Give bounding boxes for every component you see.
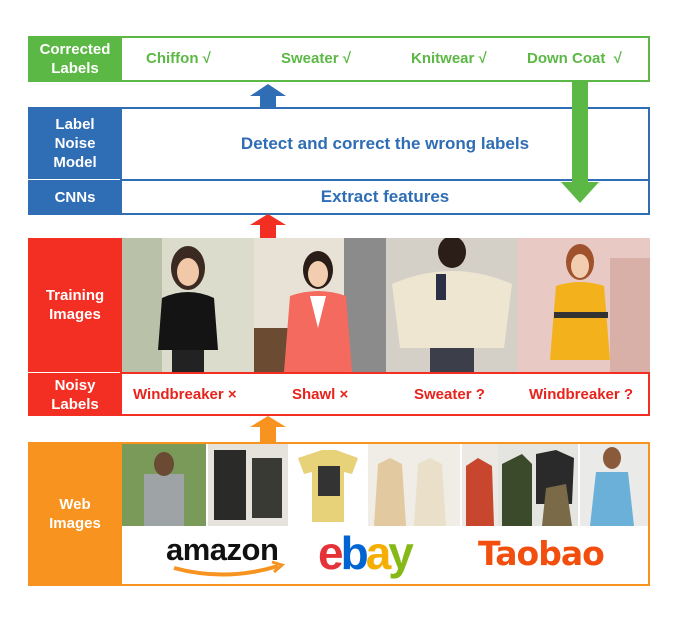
web-images-strip — [122, 444, 648, 526]
label-noise-model-label: Label Noise Model — [28, 107, 122, 179]
corrected-label-2: Sweater √ — [281, 50, 351, 67]
noisy-label-1: Windbreaker × — [133, 386, 237, 403]
knitwear-photo — [386, 238, 518, 372]
amazon-smile — [173, 560, 286, 577]
web-photo-collage — [122, 444, 648, 526]
training-image-sweater — [254, 238, 386, 372]
chiffon-photo — [122, 238, 254, 372]
amazon-logo-text: amazon — [166, 532, 279, 567]
arrow-web-to-noisy — [250, 416, 286, 442]
cnns-label: CNNs — [28, 179, 122, 215]
taobao-logo-text: Taobao — [478, 534, 605, 573]
corrected-label-4: Down Coat √ — [527, 50, 622, 67]
training-images-strip — [122, 238, 650, 372]
label-noise-model-text: Detect and correct the wrong labels — [240, 134, 530, 153]
arrow-model-to-corrected — [250, 84, 286, 107]
label-noise-model-box: Detect and correct the wrong labels — [120, 107, 650, 179]
corrected-labels-box — [120, 36, 650, 82]
cnns-text: Extract features — [320, 187, 450, 206]
noisy-labels-label: Noisy Labels — [28, 372, 122, 416]
web-images-label: Web Images — [28, 442, 122, 586]
web-images-box — [120, 442, 650, 586]
training-image-knitwear — [386, 238, 518, 372]
amazon-logo: amazon — [160, 528, 300, 580]
cnns-box: Extract features — [120, 179, 650, 215]
downcoat-photo — [518, 238, 650, 372]
training-image-downcoat — [518, 238, 650, 372]
training-images-label: Training Images — [28, 238, 122, 372]
noisy-label-3: Sweater ? — [414, 386, 485, 403]
corrected-label-1: Chiffon √ — [146, 50, 211, 67]
corrected-label-3: Knitwear √ — [411, 50, 487, 67]
corrected-labels-label: Corrected Labels — [28, 36, 122, 82]
ebay-logo: ebay — [318, 527, 414, 579]
sweater-photo — [254, 238, 386, 372]
training-image-chiffon — [122, 238, 254, 372]
arrow-training-to-cnns — [250, 214, 286, 238]
noisy-label-4: Windbreaker ? — [529, 386, 634, 403]
noisy-label-2: Shawl × — [292, 386, 349, 403]
noisy-labels-box — [120, 372, 650, 416]
taobao-logo: Taobao — [478, 534, 644, 580]
